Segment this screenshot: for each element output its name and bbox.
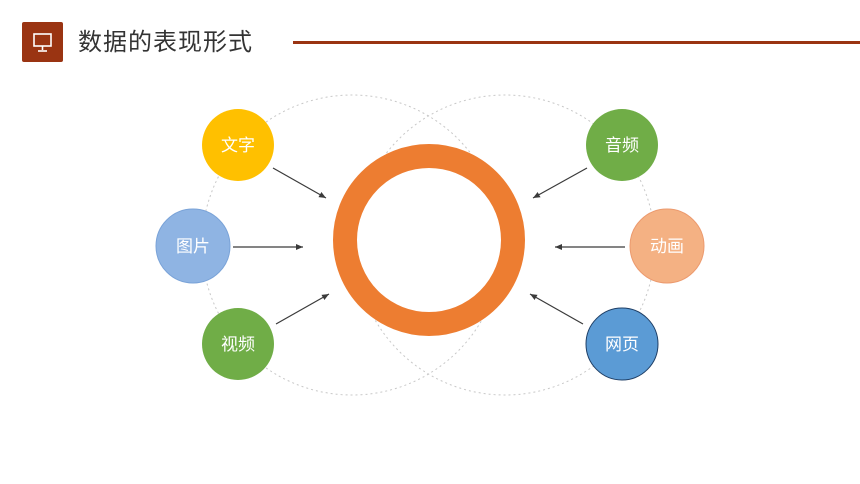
arrow-audio bbox=[532, 167, 588, 199]
page-title: 数据的表现形式 bbox=[78, 28, 253, 56]
node-audio: 音频 bbox=[586, 109, 658, 181]
node-text: 文字 bbox=[202, 109, 274, 181]
node-circle bbox=[585, 307, 659, 381]
node-image: 图片 bbox=[155, 208, 231, 284]
node-label-video: 视频 bbox=[221, 335, 255, 355]
slide-badge bbox=[22, 22, 63, 62]
node-label-text: 文字 bbox=[221, 136, 255, 156]
node-label-image: 图片 bbox=[176, 237, 210, 257]
node-circle bbox=[629, 208, 705, 284]
presentation-board-icon bbox=[33, 33, 52, 52]
node-video: 视频 bbox=[202, 308, 274, 380]
node-circle bbox=[155, 208, 231, 284]
node-label-web: 网页 bbox=[605, 335, 639, 355]
arrow-text bbox=[272, 167, 327, 199]
arrow-web bbox=[529, 293, 584, 325]
node-circle bbox=[202, 308, 274, 380]
center-ring bbox=[333, 144, 525, 336]
node-circle bbox=[586, 109, 658, 181]
arrow-video bbox=[275, 293, 330, 325]
node-web: 网页 bbox=[585, 307, 659, 381]
title-divider bbox=[293, 41, 860, 44]
node-circle bbox=[202, 109, 274, 181]
node-anim: 动画 bbox=[629, 208, 705, 284]
node-label-audio: 音频 bbox=[605, 136, 639, 156]
node-label-anim: 动画 bbox=[650, 237, 684, 257]
